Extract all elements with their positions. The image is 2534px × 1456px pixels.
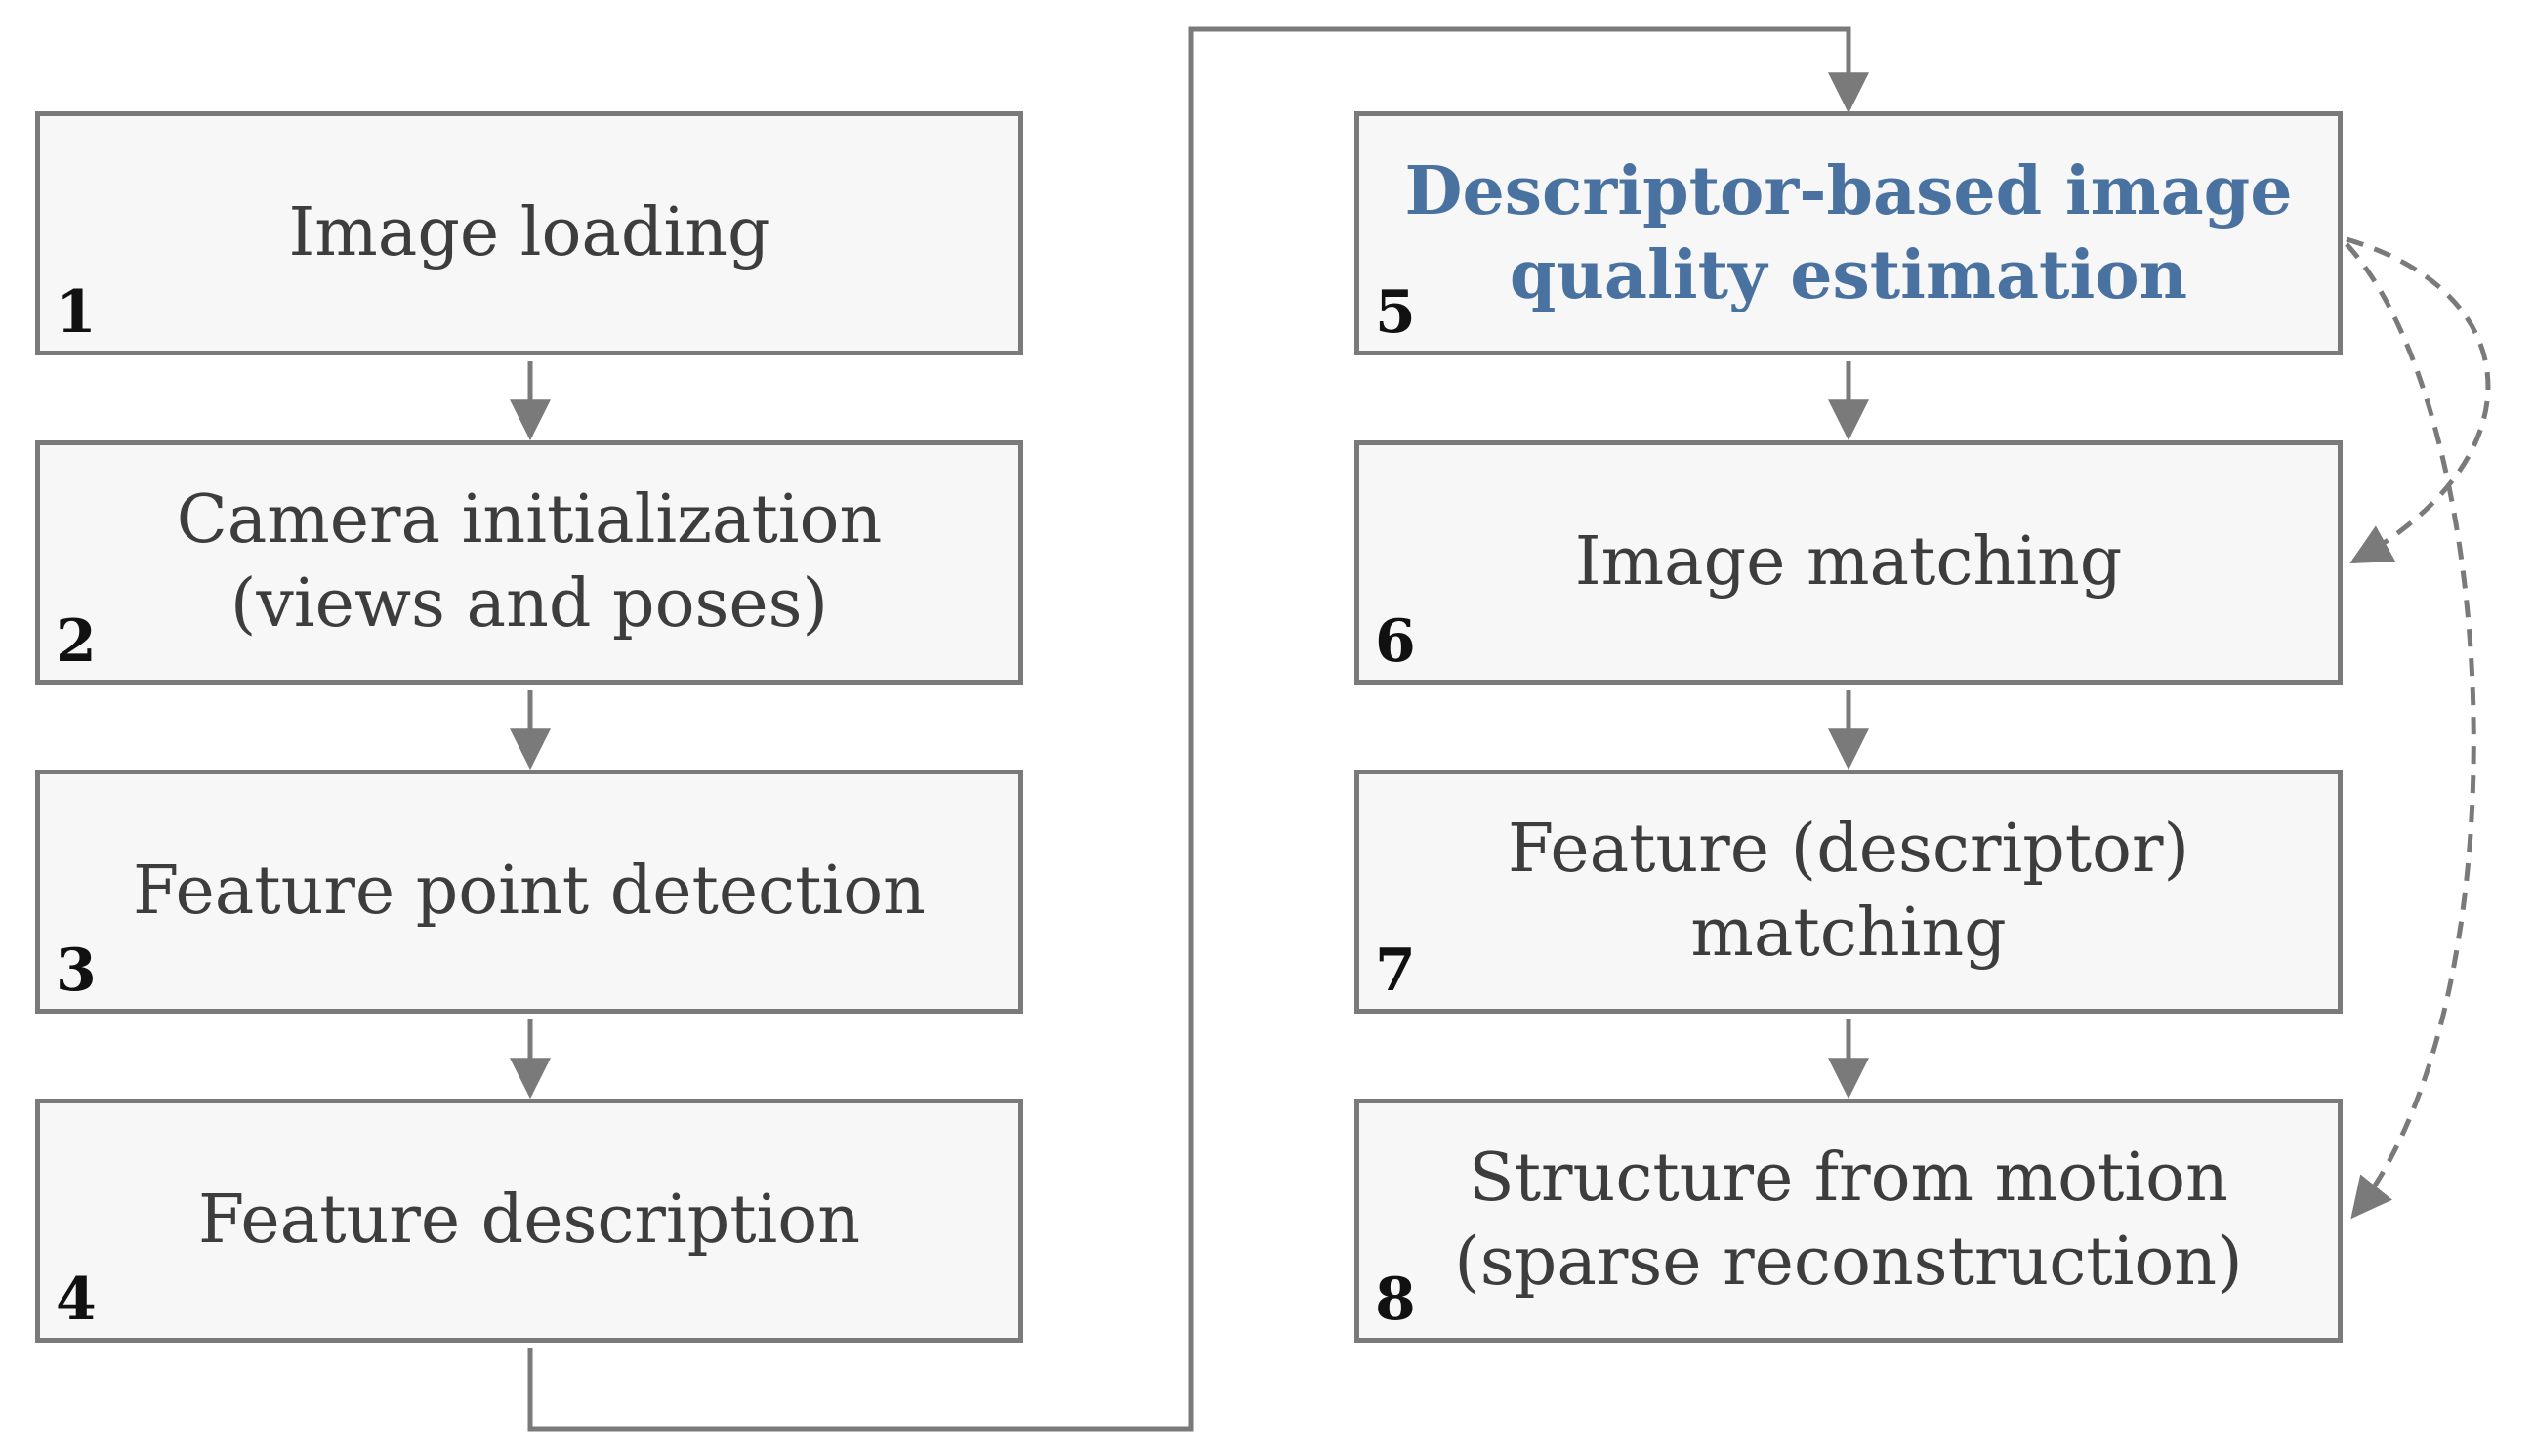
step-6-line-1: Image matching [1574,523,2123,601]
step-box-8: Structure from motion (sparse reconstruc… [1354,1099,2343,1343]
step-number-6: 6 [1375,607,1416,676]
step-4-line-1: Feature description [197,1182,861,1259]
step-label-3: Feature point detection [40,774,1018,1009]
step-number-7: 7 [1375,936,1416,1005]
step-box-1: Image loading 1 [35,111,1023,355]
step-7-line-1: Feature (descriptor) [1507,811,2190,888]
step-5-line-1: Descriptor-based image [1404,152,2293,230]
step-label-6: Image matching [1359,445,2338,680]
step-box-6: Image matching 6 [1354,440,2343,685]
step-label-8: Structure from motion (sparse reconstruc… [1359,1103,2338,1338]
step-number-5: 5 [1375,278,1416,347]
step-7-line-2: matching [1690,894,2007,972]
step-box-4: Feature description 4 [35,1099,1023,1343]
step-label-2: Camera initialization (views and poses) [40,445,1018,680]
step-number-1: 1 [56,278,97,347]
step-label-1: Image loading [40,116,1018,351]
step-box-7: Feature (descriptor) matching 7 [1354,770,2343,1014]
step-8-line-2: (sparse reconstruction) [1454,1224,2243,1301]
arrow-4-to-5 [527,26,1869,1432]
step-number-4: 4 [56,1266,97,1334]
step-label-7: Feature (descriptor) matching [1359,774,2338,1009]
step-number-2: 2 [56,607,97,676]
step-box-2: Camera initialization (views and poses) … [35,440,1023,685]
step-number-8: 8 [1375,1266,1416,1334]
dashed-arrow-5-to-6 [2346,236,2491,564]
step-2-line-2: (views and poses) [229,565,829,643]
step-2-line-1: Camera initialization [176,481,883,559]
step-number-3: 3 [56,936,97,1005]
step-box-3: Feature point detection 3 [35,770,1023,1014]
step-label-5: Descriptor-based image quality estimatio… [1359,116,2338,351]
step-8-line-1: Structure from motion [1469,1140,2228,1217]
dashed-arrow-5-to-8 [2345,242,2476,1220]
step-3-line-1: Feature point detection [133,853,926,930]
step-box-5: Descriptor-based image quality estimatio… [1354,111,2343,355]
step-label-4: Feature description [40,1103,1018,1338]
step-5-line-2: quality estimation [1509,236,2188,314]
step-1-line-1: Image loading [288,194,770,271]
